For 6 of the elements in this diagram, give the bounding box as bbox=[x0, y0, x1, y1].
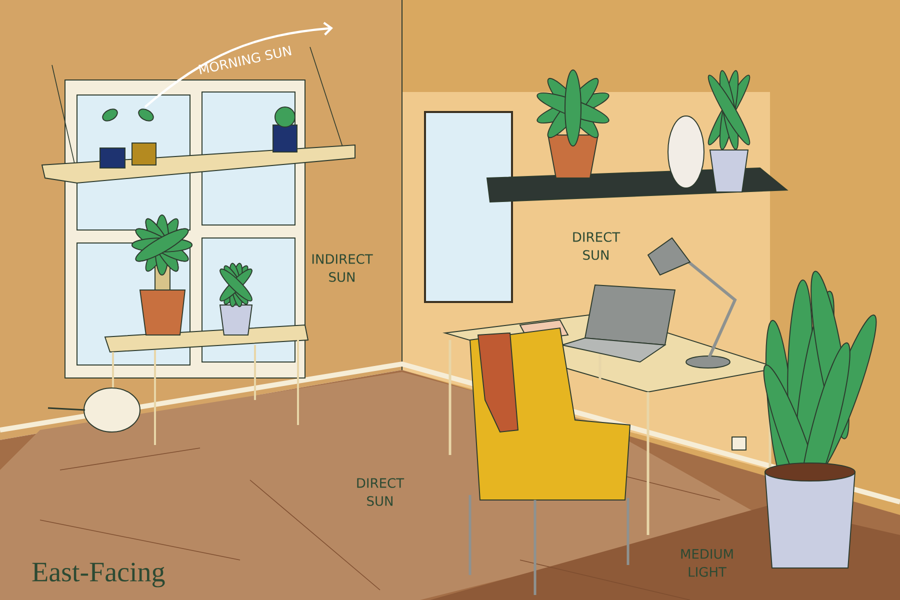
room-label: DIRECT SUN bbox=[357, 478, 404, 506]
title: East-Facing bbox=[32, 562, 165, 588]
room-label: MORNING SUN bbox=[198, 46, 292, 74]
room-label: MEDIUM LIGHT bbox=[681, 549, 733, 577]
room-label: DIRECT SUN bbox=[573, 232, 620, 260]
room-label: INDIRECT SUN bbox=[312, 254, 373, 282]
